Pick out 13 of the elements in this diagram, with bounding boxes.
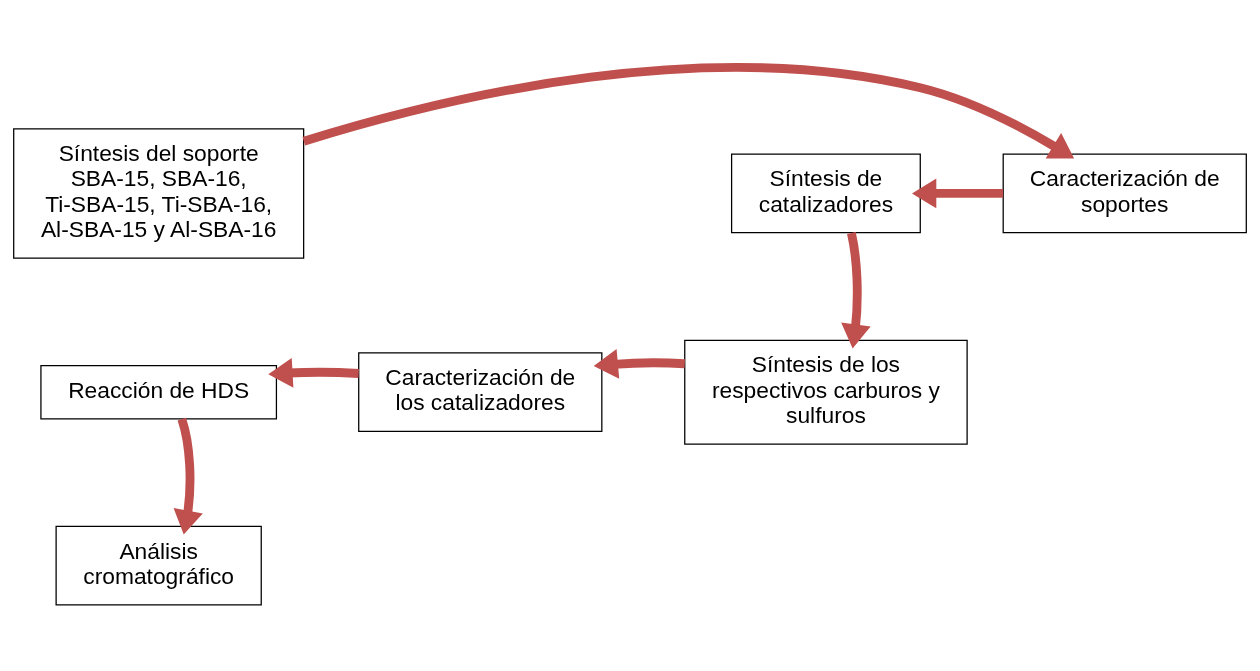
node-box: Síntesis de los respectivos carburos y sulfuros: [684, 339, 968, 445]
node-box: Caracterización de los catalizadores: [358, 351, 603, 432]
node-box: Síntesis de catalizadores: [730, 153, 921, 233]
arrow: [302, 62, 1075, 158]
node-box: Reacción de HDS: [40, 364, 278, 419]
arrow: [173, 417, 203, 535]
node-box: Análisis cromatográfico: [55, 525, 262, 606]
arrow: [841, 231, 871, 348]
arrow: [912, 178, 1004, 208]
arrow: [268, 357, 359, 388]
node-box: Caracterización de soportes: [1002, 153, 1247, 233]
node-box: Síntesis del soporte SBA-15, SBA-16, Ti-SBA-15, Ti-SBA-16, Al-SBA-15 y Al-SBA-16: [13, 127, 305, 259]
arrow: [593, 348, 685, 379]
